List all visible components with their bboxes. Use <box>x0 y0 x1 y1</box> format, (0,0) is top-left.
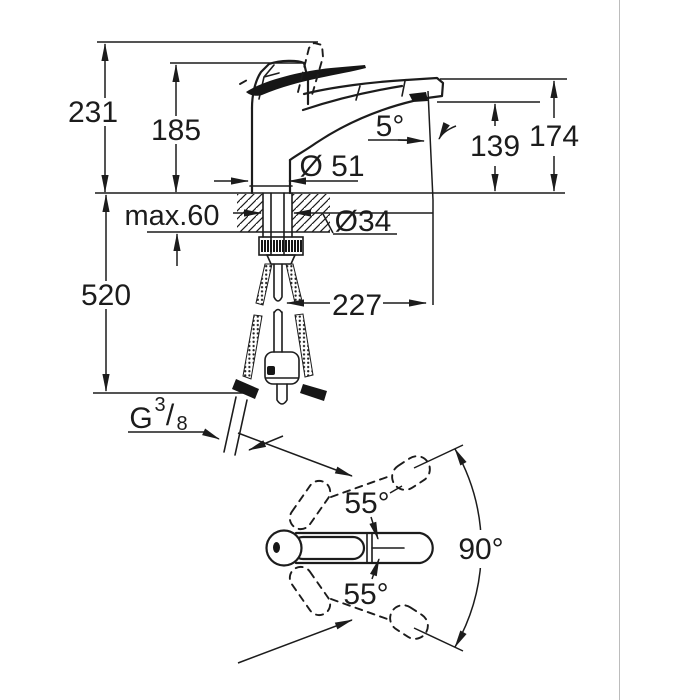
handle-pivot-dash <box>239 78 250 85</box>
faucet-side-view <box>239 41 445 195</box>
supply-pipe-g38 <box>223 396 248 456</box>
spout-tip-upper-dashed <box>391 455 431 491</box>
lever-rotated-lower-dashed <box>288 565 332 617</box>
swivel-90-label: 90° <box>458 533 503 566</box>
spout-top-edge <box>302 78 408 96</box>
dim-max60-label: max.60 <box>124 200 219 232</box>
body-plan-circle <box>265 529 303 567</box>
g38-leader <box>128 428 220 440</box>
dimension-lines <box>101 43 558 451</box>
spray-head-joint <box>401 80 406 97</box>
spray-head-outline <box>404 76 445 100</box>
handle-raised-dashed <box>297 41 324 96</box>
faucet-plan-view <box>237 432 483 664</box>
dim-d51-label: Ø 51 <box>299 150 364 183</box>
spout-tip-lower-dashed <box>389 604 429 640</box>
spout-plan-outline <box>294 531 434 565</box>
spray-axis-line <box>427 90 434 305</box>
swivel-axis-upper-dashed <box>330 475 391 498</box>
mask-231 <box>62 98 124 126</box>
dim-174-label: 174 <box>529 120 579 153</box>
spray-head-face <box>409 92 428 102</box>
pullout-hose-tip <box>276 383 288 405</box>
spout-inner-band <box>301 84 404 112</box>
lever-rotated-upper-dashed <box>288 479 332 531</box>
spout-joint-tick <box>355 85 361 101</box>
dim-5deg-label: 5° <box>376 110 405 143</box>
dim-231-label: 231 <box>68 96 118 129</box>
thread-g-label: G <box>129 402 152 435</box>
d34-label-shelf <box>322 213 397 235</box>
mask-520 <box>78 281 136 309</box>
hose-weight <box>264 351 300 385</box>
mask-90deg <box>452 530 510 568</box>
swivel-radius-lower-left <box>237 619 353 664</box>
hose-collar <box>265 254 297 265</box>
supply-hose-left-upper <box>255 263 273 306</box>
deg5-arrow-left <box>397 136 425 144</box>
mounting-shank <box>262 192 293 256</box>
dim-139-label: 139 <box>470 130 520 163</box>
weight-clip <box>267 366 275 375</box>
spout-bottom-edge <box>288 99 415 162</box>
swivel-lower-leader <box>369 558 380 580</box>
dim-227-label: 227 <box>332 289 382 322</box>
dimension-labels: 231 185 520 max.60 Ø 51 Ø34 227 5° 139 1… <box>68 96 579 611</box>
nut-knurling <box>261 240 302 252</box>
deg5-arrow-right <box>438 122 457 140</box>
extension-lines <box>93 41 567 394</box>
lever-plan-outline <box>290 535 366 561</box>
hose-fitting-right <box>300 384 327 401</box>
swivel-upper-leader <box>369 516 379 540</box>
swivel-radius-lower-right <box>413 627 464 652</box>
dim-520-label: 520 <box>81 279 131 312</box>
dim-d34-label: Ø34 <box>335 205 392 238</box>
thread-num-label: 3 <box>154 394 165 416</box>
thread-slash-label: / <box>166 399 175 432</box>
supply-hose-left-lower <box>242 314 263 380</box>
hose-fitting-left <box>232 379 259 399</box>
swivel-upper-tick <box>389 485 403 494</box>
swivel-55-lower-label: 55° <box>343 578 388 611</box>
mask-185 <box>148 116 205 144</box>
supply-hose-right-upper <box>285 263 303 304</box>
swivel-axis-lower-dashed <box>330 598 391 621</box>
pullout-hose-upper <box>273 263 283 302</box>
swivel-55-upper-label: 55° <box>344 487 389 520</box>
under-counter-assembly <box>223 192 327 456</box>
swivel-radius-upper-left <box>237 432 353 477</box>
dim-185-label: 185 <box>151 114 201 147</box>
thread-den-label: 8 <box>176 413 187 435</box>
supply-hose-right-lower <box>294 313 314 378</box>
lever-slot <box>273 542 280 553</box>
pullout-hose-lower <box>273 308 283 353</box>
handle-lever <box>246 65 366 96</box>
